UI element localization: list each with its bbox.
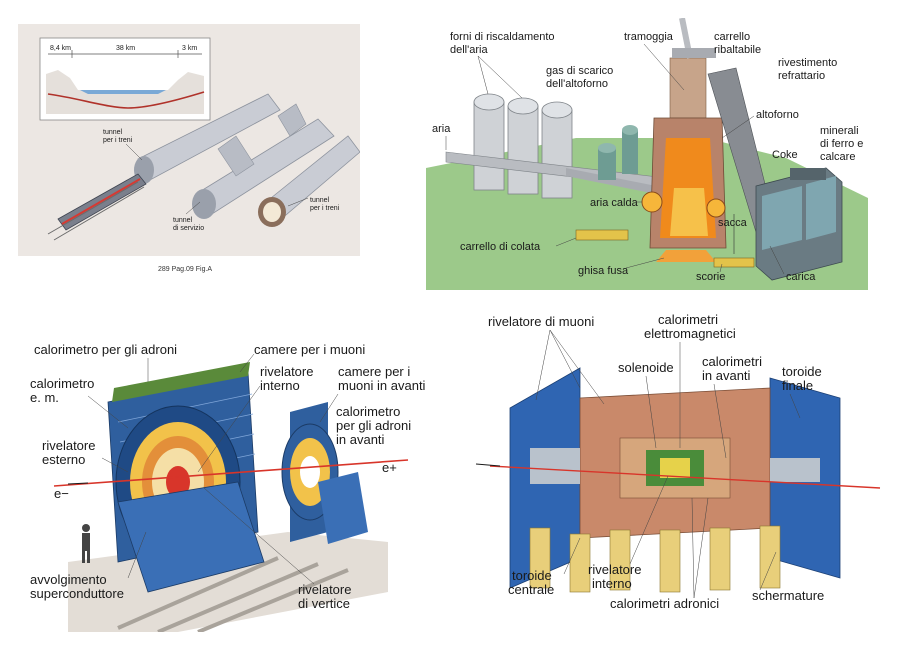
label-hot-air: aria calda [590, 197, 639, 209]
label-outer-detector-1: rivelatore [42, 438, 95, 453]
person-silhouette [82, 524, 90, 563]
label-positron: e+ [382, 460, 397, 475]
profile-distance-1: 8,4 km [50, 45, 71, 52]
tunnel-diagram: 8,4 km 38 km 3 km tunnel per i treni tun… [18, 24, 360, 256]
label-rail-tunnel-right-1: tunnel [310, 197, 330, 204]
label-pig-iron: ghisa fusa [578, 265, 629, 277]
label-vertex-detector-2: di vertice [298, 596, 350, 611]
label-exhaust-gas-2: dell'altoforno [546, 78, 608, 90]
label-forward-hadron-1: calorimetro [336, 404, 400, 419]
label-superconducting-coil-2: superconduttore [30, 586, 124, 601]
floor-rails [117, 556, 349, 632]
label-end-toroid-1: toroide [782, 364, 822, 379]
detector-body [509, 367, 841, 589]
label-bosh: sacca [718, 217, 748, 229]
forward-detector [281, 402, 368, 544]
label-hadron-calorimeter: calorimetro per gli adroni [34, 342, 177, 357]
label-exhaust-gas-1: gas di scarico [546, 65, 613, 77]
label-air-heaters-1: forni di riscaldamento [450, 31, 555, 43]
slag-car [713, 257, 755, 268]
label-muon-chambers: camere per i muoni [254, 342, 365, 357]
air-heater-silos [473, 93, 573, 199]
label-central-toroid-2: centrale [508, 582, 554, 597]
label-forward-muon-2: muoni in avanti [338, 378, 426, 393]
beam-line [53, 459, 409, 487]
label-air: aria [432, 123, 451, 135]
label-rail-tunnel-left-2: per i treni [103, 137, 133, 144]
label-rail-tunnel-left-1: tunnel [103, 129, 123, 136]
label-hadronic-calorimeters: calorimetri adronici [610, 596, 719, 611]
profile-inset [39, 37, 211, 121]
label-slag: scorie [696, 271, 725, 283]
label-skip-car-2: ribaltabile [714, 44, 761, 56]
train [47, 173, 147, 241]
label-em-calorimeter-1: calorimetro [30, 376, 94, 391]
label-inner-detector-2: interno [592, 576, 632, 591]
label-vertex-detector-1: rivelatore [298, 582, 351, 597]
label-service-tunnel-1: tunnel [173, 217, 193, 224]
label-forward-hadron-2: per gli adroni [336, 418, 411, 433]
tanks [598, 125, 638, 180]
label-forward-calorimeters-2: in avanti [702, 368, 751, 383]
profile-distance-3: 3 km [182, 45, 197, 52]
beam-line [489, 465, 881, 489]
label-solenoid: solenoide [618, 360, 674, 375]
label-em-calorimeters-2: elettromagnetici [644, 326, 736, 341]
barrel-detector [107, 362, 265, 593]
label-em-calorimeter-2: e. m. [30, 390, 59, 405]
profile-distance-2: 38 km [116, 45, 135, 52]
tapping-car [575, 229, 629, 241]
collider-detector-right: rivelatore di muoni calorimetri elettrom… [470, 308, 890, 624]
label-rail-tunnel-right-2: per i treni [310, 205, 340, 212]
label-skip-car-1: carrello [714, 31, 750, 43]
label-inner-detector-2: interno [260, 378, 300, 393]
ore-coke-bunkers [755, 167, 843, 281]
label-forward-calorimeters-1: calorimetri [702, 354, 762, 369]
label-em-calorimeters-1: calorimetri [658, 312, 718, 327]
label-hopper: tramoggia [624, 31, 674, 43]
label-service-tunnel-2: di servizio [173, 225, 204, 232]
support-structure [529, 525, 781, 593]
label-ore-1: minerali [820, 125, 859, 137]
label-air-heaters-2: dell'aria [450, 44, 488, 56]
blast-furnace [641, 18, 727, 262]
label-forward-muon-1: camere per i [338, 364, 410, 379]
label-refractory-lining-2: refrattario [778, 70, 825, 82]
tunnel-caption: 289 Pag.09 Fig.A [158, 266, 213, 273]
label-central-toroid-1: toroide [512, 568, 552, 583]
label-ore-2: di ferro e [820, 138, 863, 150]
label-blast-furnace: altoforno [756, 109, 799, 121]
label-coke: Coke [772, 149, 798, 161]
label-superconducting-coil-1: avvolgimento [30, 572, 107, 587]
label-tapping-car: carrello di colata [460, 241, 541, 253]
label-end-toroid-2: finale [782, 378, 813, 393]
label-inner-detector-1: rivelatore [588, 562, 641, 577]
label-charge: carica [786, 271, 816, 283]
label-shielding: schermature [752, 588, 824, 603]
collider-detector-left: calorimetro per gli adroni camere per i … [28, 332, 448, 632]
label-muon-detector: rivelatore di muoni [488, 314, 594, 329]
blast-furnace-diagram: forni di riscaldamento dell'aria tramogg… [426, 18, 868, 290]
label-inner-detector-1: rivelatore [260, 364, 313, 379]
label-electron: e− [54, 486, 69, 501]
label-refractory-lining-1: rivestimento [778, 57, 837, 69]
label-forward-hadron-3: in avanti [336, 432, 385, 447]
label-ore-3: calcare [820, 151, 855, 163]
label-outer-detector-2: esterno [42, 452, 85, 467]
